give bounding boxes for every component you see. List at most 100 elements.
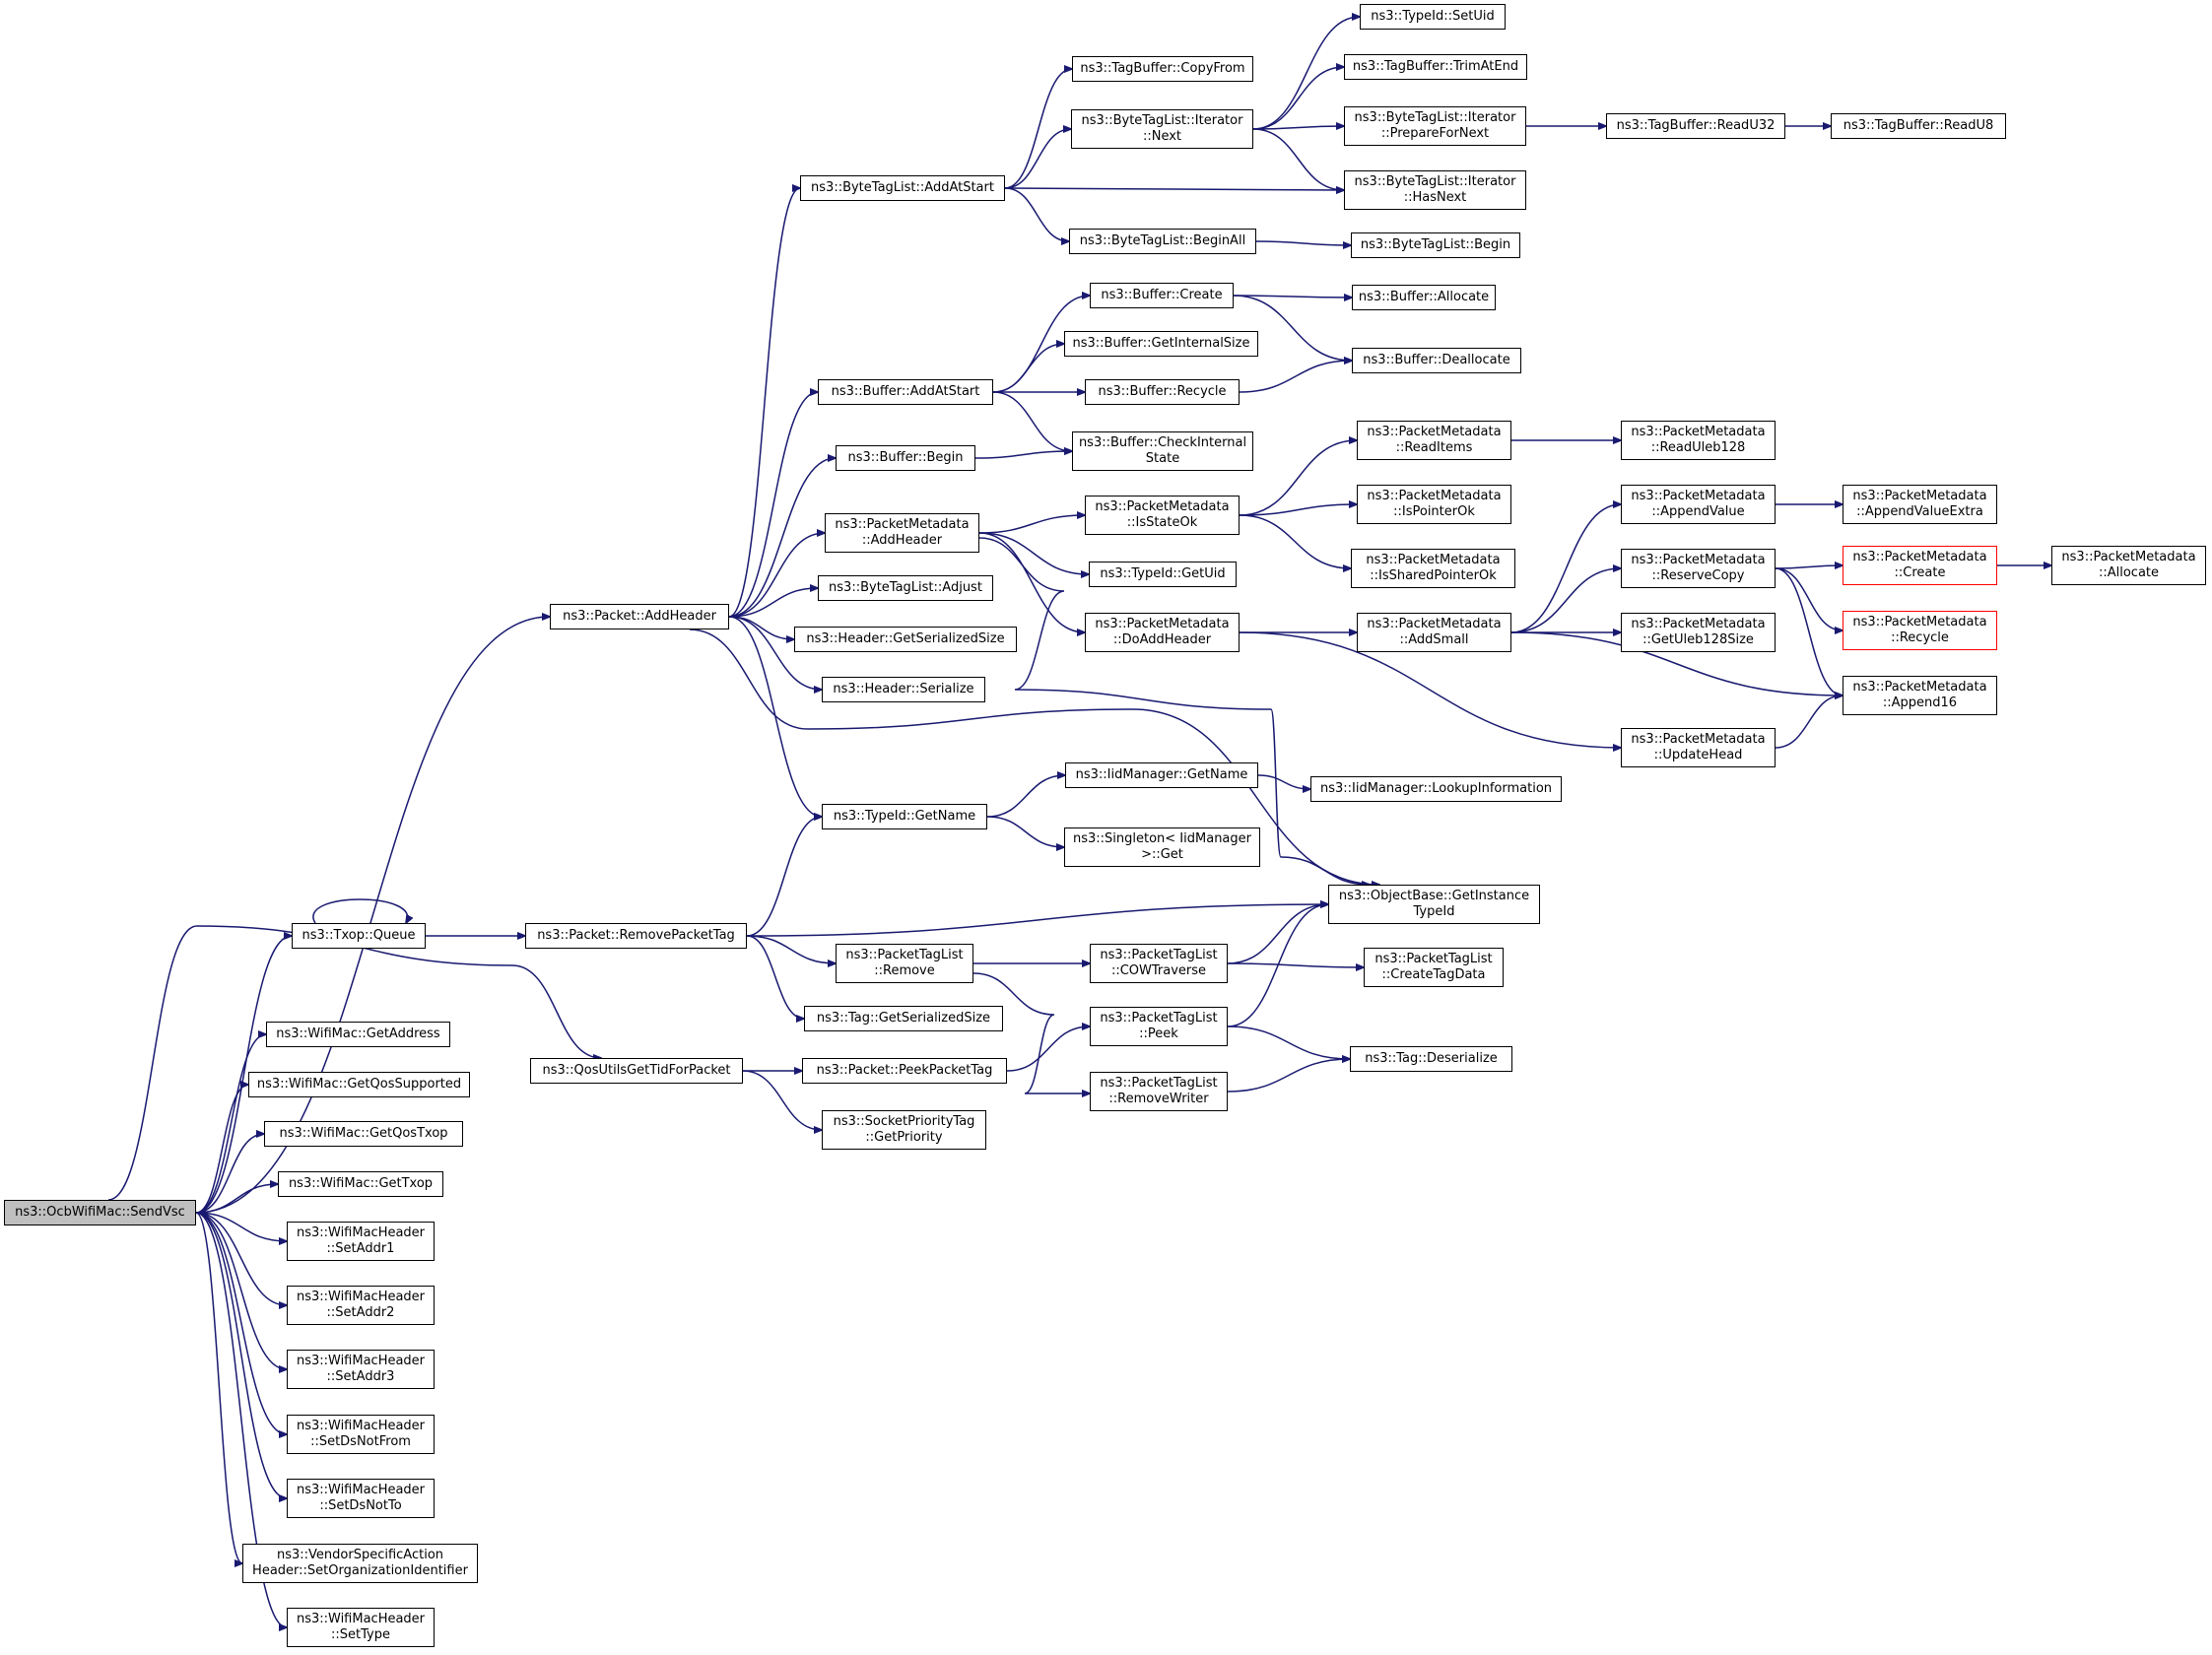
- graph-node-root[interactable]: ns3::OcbWifiMac::SendVsc: [4, 1200, 196, 1225]
- call-edge-typeIdGetName-to-iidGetName: [986, 775, 1065, 818]
- graph-node-label: ns3::WifiMac::GetQosTxop: [279, 1126, 448, 1141]
- graph-node-packet-add-header[interactable]: ns3::Packet::AddHeader: [550, 604, 729, 629]
- graph-node-iid-lookup-information[interactable]: ns3::IidManager::LookupInformation: [1310, 776, 1562, 802]
- graph-node-label: ns3::PacketMetadata: [1631, 425, 1766, 439]
- graph-node-tag-buffer-copy-from[interactable]: ns3::TagBuffer::CopyFrom: [1072, 56, 1253, 82]
- graph-node-pm-add-header[interactable]: ns3::PacketMetadata::AddHeader: [825, 513, 979, 553]
- graph-node-pm-create[interactable]: ns3::PacketMetadata::Create: [1843, 546, 1997, 585]
- graph-node-pm-recycle[interactable]: ns3::PacketMetadata::Recycle: [1843, 611, 1997, 650]
- graph-node-label: ::SetAddr3: [326, 1369, 395, 1384]
- graph-node-pm-reserve-copy[interactable]: ns3::PacketMetadata::ReserveCopy: [1621, 549, 1776, 588]
- call-edge-root-to-qosUtils: [107, 925, 601, 1201]
- graph-node-ptl-peek[interactable]: ns3::PacketTagList::Peek: [1090, 1007, 1228, 1046]
- graph-node-btl-iter-has-next[interactable]: ns3::ByteTagList::Iterator::HasNext: [1344, 170, 1526, 210]
- graph-node-btl-begin[interactable]: ns3::ByteTagList::Begin: [1351, 232, 1520, 258]
- graph-node-singleton-get[interactable]: ns3::Singleton< IidManager>::Get: [1064, 828, 1260, 867]
- graph-node-get-txop[interactable]: ns3::WifiMac::GetTxop: [278, 1171, 443, 1197]
- graph-node-ptl-remove[interactable]: ns3::PacketTagList::Remove: [836, 944, 973, 983]
- graph-node-get-address[interactable]: ns3::WifiMac::GetAddress: [266, 1022, 450, 1047]
- graph-node-pm-append-value[interactable]: ns3::PacketMetadata::AppendValue: [1621, 485, 1776, 524]
- graph-node-label: ns3::Packet::RemovePacketTag: [537, 928, 735, 943]
- graph-node-label: ns3::PacketMetadata: [1852, 489, 1987, 503]
- graph-node-pm-do-add-header[interactable]: ns3::PacketMetadata::DoAddHeader: [1085, 613, 1240, 652]
- graph-node-btl-iter-prepare-for-next[interactable]: ns3::ByteTagList::Iterator::PrepareForNe…: [1344, 106, 1526, 146]
- graph-node-peek-packet-tag[interactable]: ns3::Packet::PeekPacketTag: [802, 1058, 1007, 1084]
- call-edge-removePacketTag-to-ptlRemove: [746, 935, 836, 963]
- graph-node-remove-packet-tag[interactable]: ns3::Packet::RemovePacketTag: [525, 923, 747, 949]
- graph-node-set-addr2[interactable]: ns3::WifiMacHeader::SetAddr2: [287, 1286, 435, 1325]
- call-edge-peekPacketTag-to-ptlPeek: [1006, 1026, 1090, 1072]
- graph-node-tag-buffer-read-u8[interactable]: ns3::TagBuffer::ReadU8: [1831, 113, 2006, 139]
- graph-node-iid-get-name[interactable]: ns3::IidManager::GetName: [1065, 762, 1258, 788]
- graph-node-ptl-create-tag-data[interactable]: ns3::PacketTagList::CreateTagData: [1364, 948, 1504, 987]
- graph-node-set-ds-not-from[interactable]: ns3::WifiMacHeader::SetDsNotFrom: [287, 1415, 435, 1454]
- call-edge-txopQueue-to-txopQueue: [312, 898, 408, 923]
- graph-node-pm-is-shared-pointer-ok[interactable]: ns3::PacketMetadata::IsSharedPointerOk: [1351, 549, 1515, 588]
- graph-node-buffer-add-at-start[interactable]: ns3::Buffer::AddAtStart: [818, 379, 993, 405]
- graph-node-byte-tag-list-add-at-start[interactable]: ns3::ByteTagList::AddAtStart: [800, 175, 1005, 201]
- graph-node-label: ::AddHeader: [861, 533, 943, 548]
- graph-node-type-id-get-uid[interactable]: ns3::TypeId::GetUid: [1089, 562, 1237, 587]
- graph-node-label: ns3::ByteTagList::AddAtStart: [811, 180, 994, 195]
- graph-node-qos-utils[interactable]: ns3::QosUtilsGetTidForPacket: [530, 1058, 743, 1084]
- graph-node-label: ns3::WifiMac::GetAddress: [276, 1026, 440, 1041]
- graph-node-label: ns3::Buffer::Allocate: [1358, 290, 1490, 304]
- graph-node-label: ::SetAddr2: [326, 1305, 395, 1320]
- graph-node-tag-buffer-read-u32[interactable]: ns3::TagBuffer::ReadU32: [1606, 113, 1785, 139]
- graph-node-get-qos-txop[interactable]: ns3::WifiMac::GetQosTxop: [264, 1121, 463, 1147]
- graph-node-label: ::CreateTagData: [1381, 967, 1486, 982]
- graph-node-tag-deserialize[interactable]: ns3::Tag::Deserialize: [1350, 1046, 1512, 1072]
- graph-node-pm-update-head[interactable]: ns3::PacketMetadata::UpdateHead: [1621, 728, 1776, 767]
- graph-node-set-addr3[interactable]: ns3::WifiMacHeader::SetAddr3: [287, 1350, 435, 1389]
- graph-node-get-qos-supported[interactable]: ns3::WifiMac::GetQosSupported: [248, 1072, 470, 1097]
- graph-node-pm-get-uleb128-size[interactable]: ns3::PacketMetadata::GetUleb128Size: [1621, 613, 1776, 652]
- graph-node-byte-tag-list-adjust[interactable]: ns3::ByteTagList::Adjust: [818, 575, 993, 601]
- graph-node-label: ns3::PacketMetadata: [1366, 553, 1501, 567]
- graph-node-buffer-recycle[interactable]: ns3::Buffer::Recycle: [1085, 379, 1240, 405]
- graph-node-type-id-set-uid[interactable]: ns3::TypeId::SetUid: [1360, 4, 1506, 30]
- call-edge-packetAddHeader-to-byteTagListAddAtStart: [728, 188, 800, 618]
- graph-node-tag-get-serialized-size[interactable]: ns3::Tag::GetSerializedSize: [804, 1006, 1003, 1031]
- call-edge-ptlRemoveWriter-to-tagDeserialize: [1227, 1059, 1350, 1092]
- call-edge-removePacketTag-to-tagGetSerializedSize: [746, 935, 804, 1019]
- graph-node-header-get-serialized-size[interactable]: ns3::Header::GetSerializedSize: [794, 627, 1017, 652]
- graph-node-label: ::AddSmall: [1399, 632, 1469, 647]
- graph-node-pm-read-items[interactable]: ns3::PacketMetadata::ReadItems: [1357, 421, 1511, 460]
- graph-node-buffer-create[interactable]: ns3::Buffer::Create: [1090, 283, 1234, 308]
- call-edge-pmAddHeader-to-pmIsStateOk: [978, 515, 1085, 534]
- graph-node-ptl-cow-traverse[interactable]: ns3::PacketTagList::COWTraverse: [1090, 944, 1228, 983]
- graph-node-label: ns3::WifiMacHeader: [296, 1483, 426, 1497]
- call-edge-byteTagListAddAtStart-to-btlIterNext: [1004, 129, 1071, 189]
- call-edge-byteTagListAddAtStart-to-btlBeginAll: [1004, 187, 1069, 241]
- graph-node-label: ns3::ByteTagList::Iterator: [1354, 174, 1516, 189]
- graph-node-pm-read-uleb128[interactable]: ns3::PacketMetadata::ReadUleb128: [1621, 421, 1776, 460]
- graph-node-pm-append-value-extra[interactable]: ns3::PacketMetadata::AppendValueExtra: [1843, 485, 1997, 524]
- call-edge-packetAddHeader-to-byteTagListAdjust: [728, 588, 818, 618]
- graph-node-type-id-get-name[interactable]: ns3::TypeId::GetName: [822, 804, 987, 829]
- graph-node-pm-add-small[interactable]: ns3::PacketMetadata::AddSmall: [1357, 613, 1511, 652]
- graph-node-pm-allocate[interactable]: ns3::PacketMetadata::Allocate: [2051, 546, 2206, 585]
- graph-node-btl-iter-next[interactable]: ns3::ByteTagList::Iterator::Next: [1071, 109, 1253, 149]
- graph-node-txop-queue[interactable]: ns3::Txop::Queue: [292, 923, 426, 949]
- graph-node-set-ds-not-to[interactable]: ns3::WifiMacHeader::SetDsNotTo: [287, 1479, 435, 1518]
- call-edge-root-to-packetAddHeader: [195, 617, 550, 1214]
- graph-node-ptl-remove-writer[interactable]: ns3::PacketTagList::RemoveWriter: [1090, 1072, 1228, 1111]
- graph-node-socket-priority-tag[interactable]: ns3::SocketPriorityTag::GetPriority: [822, 1110, 986, 1150]
- graph-node-btl-begin-all[interactable]: ns3::ByteTagList::BeginAll: [1069, 229, 1256, 254]
- graph-node-buffer-get-internal-size[interactable]: ns3::Buffer::GetInternalSize: [1064, 331, 1258, 357]
- graph-node-pm-is-pointer-ok[interactable]: ns3::PacketMetadata::IsPointerOk: [1357, 485, 1511, 524]
- graph-node-label: ns3::Header::GetSerializedSize: [806, 631, 1005, 646]
- graph-node-pm-append16[interactable]: ns3::PacketMetadata::Append16: [1843, 676, 1997, 715]
- graph-node-buffer-begin[interactable]: ns3::Buffer::Begin: [836, 445, 975, 471]
- graph-node-tag-buffer-trim-at-end[interactable]: ns3::TagBuffer::TrimAtEnd: [1344, 54, 1527, 80]
- graph-node-buffer-deallocate[interactable]: ns3::Buffer::Deallocate: [1352, 348, 1521, 373]
- graph-node-buffer-allocate[interactable]: ns3::Buffer::Allocate: [1352, 285, 1496, 310]
- call-edge-bufferBegin-to-bufferCheckInternal: [974, 451, 1072, 459]
- graph-node-header-serialize[interactable]: ns3::Header::Serialize: [822, 677, 985, 702]
- graph-node-set-type[interactable]: ns3::WifiMacHeader::SetType: [287, 1608, 435, 1647]
- graph-node-pm-is-state-ok[interactable]: ns3::PacketMetadata::IsStateOk: [1085, 496, 1240, 535]
- graph-node-set-addr1[interactable]: ns3::WifiMacHeader::SetAddr1: [287, 1222, 435, 1261]
